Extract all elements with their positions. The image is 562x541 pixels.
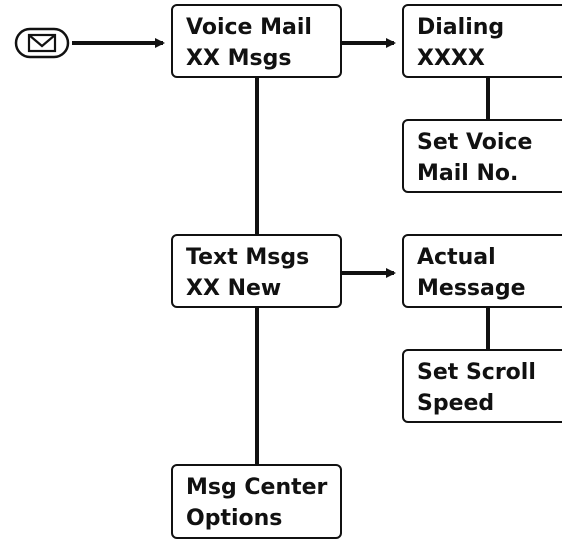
dialing-title: Dialing <box>417 15 505 40</box>
actual-message-line1: Actual <box>417 245 496 270</box>
dialing-node: Dialing XXXX <box>402 4 562 78</box>
set-scroll-speed-line1: Set Scroll <box>417 360 536 385</box>
msg-center-options-node: Msg Center Options <box>171 464 342 539</box>
voice-mail-count: XX Msgs <box>186 46 292 71</box>
set-voice-mail-node: Set Voice Mail No. <box>402 119 562 193</box>
envelope-icon <box>14 27 70 59</box>
msg-center-line2: Options <box>186 506 283 531</box>
voice-mail-node: Voice Mail XX Msgs <box>171 4 342 78</box>
set-voice-mail-line2: Mail No. <box>417 161 519 186</box>
text-msgs-node: Text Msgs XX New <box>171 234 342 308</box>
text-msgs-title: Text Msgs <box>186 245 310 270</box>
actual-message-line2: Message <box>417 276 526 301</box>
set-voice-mail-line1: Set Voice <box>417 130 533 155</box>
dialing-number: XXXX <box>417 46 485 71</box>
text-msgs-count: XX New <box>186 276 282 301</box>
set-scroll-speed-node: Set Scroll Speed <box>402 349 562 423</box>
voice-mail-title: Voice Mail <box>186 15 312 40</box>
msg-center-line1: Msg Center <box>186 475 328 500</box>
set-scroll-speed-line2: Speed <box>417 391 495 416</box>
actual-message-node: Actual Message <box>402 234 562 308</box>
